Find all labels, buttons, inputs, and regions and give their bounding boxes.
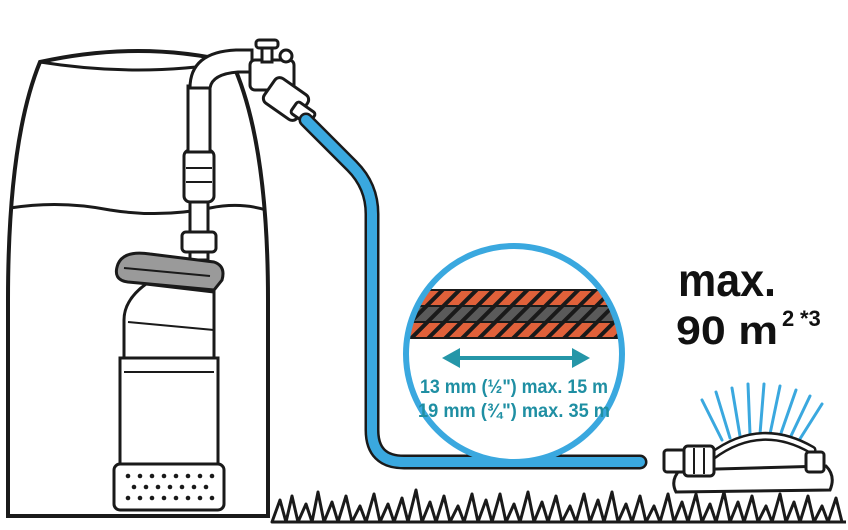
water-line [9,202,267,216]
valve-handle [254,38,280,50]
submersible-pump [112,38,317,512]
coverage-footnote: *3 [800,306,821,331]
sprinkler-spray [700,382,824,444]
coverage-area-exponent: 2 [782,306,794,331]
hose-cross-section-magnifier: 13 mm (½") max. 15 m 19 mm (¾") max. 35 … [403,243,625,465]
riser-tube-upper [186,84,212,154]
grass [270,488,844,524]
hose-spec-row-2: 19 mm (¾") max. 35 m [418,401,610,422]
garden-hose-fill [301,115,645,467]
magnifier-ring [403,243,625,465]
length-arrow [442,348,590,368]
riser-tube-coupling [182,148,216,204]
filter-holes [125,473,215,501]
coverage-max-label: max. [678,254,776,306]
pump-lower-body [118,356,220,468]
hose-spec-row-1: 13 mm (½") max. 15 m [420,377,608,398]
coverage-area-value: 90 m [676,309,778,353]
oscillating-sprinkler [662,382,834,494]
